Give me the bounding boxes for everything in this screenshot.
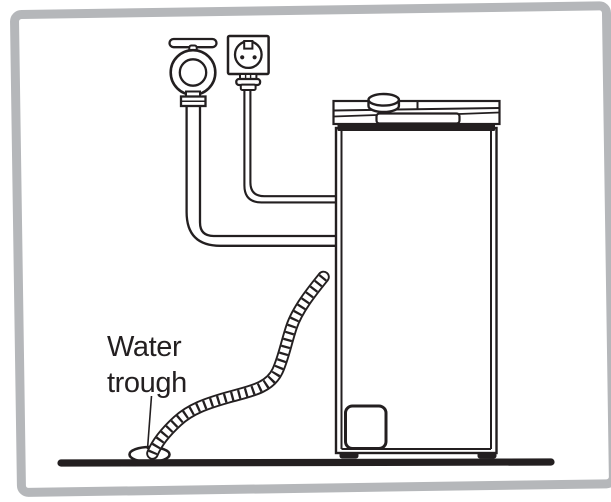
power-plug [235,73,262,91]
drain-hose [146,270,330,460]
label-leader-line [146,395,153,450]
water-trough-label: Water trough [107,331,187,399]
socket-ground-tab [243,40,254,50]
knob-top [367,92,401,107]
machine-foot-right [477,452,497,459]
top-panel-midline [333,107,500,112]
machine-filter-door [344,404,388,450]
machine-foot-left [339,452,359,459]
machine-top-edge-bar [337,124,495,131]
power-cable-inner [249,89,336,198]
machine-knob [367,92,401,114]
top-panel-lower-line-left [333,114,378,118]
power-cable-outer [243,89,336,204]
socket-hole-left [240,55,245,60]
floor-line [57,458,555,467]
page-frame-border [10,1,611,497]
plug-body [239,83,257,91]
tap-ring-inner [178,58,208,87]
machine-body [334,126,498,455]
washing-machine [332,92,501,459]
top-panel-lower-line-right [458,111,500,115]
water-tap [168,37,336,247]
inlet-hose-outer [185,106,336,247]
power-socket [226,34,336,204]
inlet-hose-inner [198,106,336,238]
socket-hole-right [252,55,257,60]
drain-hose-ribs [148,274,327,456]
machine-top-panel [332,99,501,131]
top-panel-inset-bar [375,112,461,125]
